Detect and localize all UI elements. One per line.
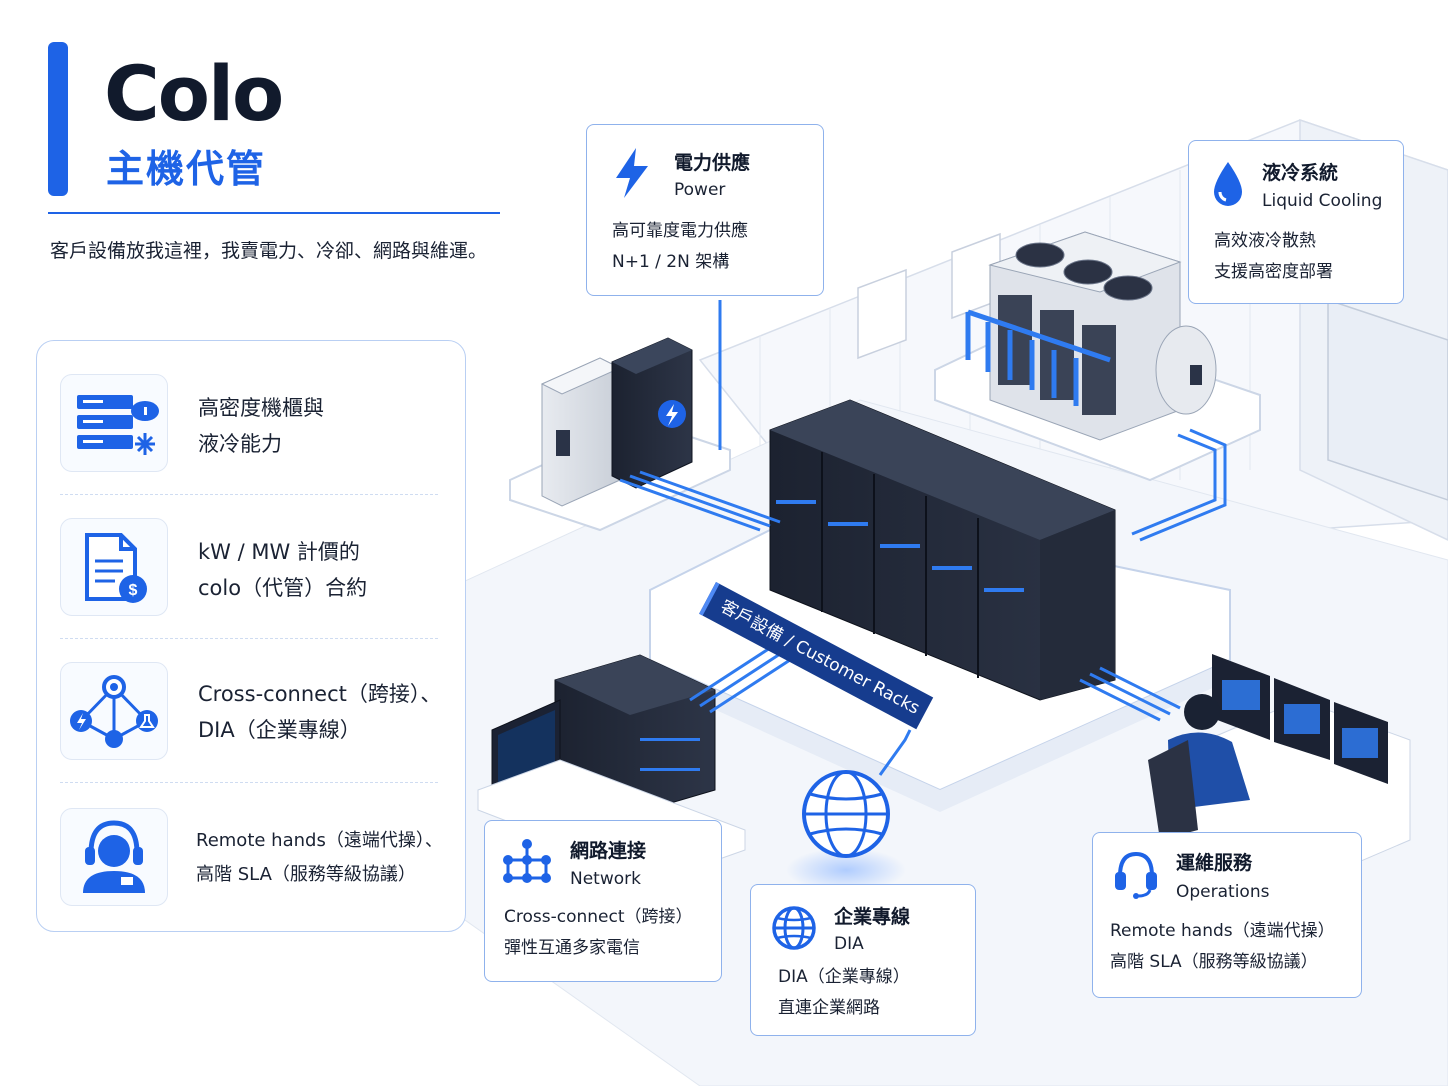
ops-body: Remote hands（遠端代操） 高階 SLA（服務等級協議）: [1110, 916, 1335, 978]
support-agent-icon: [60, 808, 168, 906]
cooling-line-1: 高效液冷散熱: [1214, 231, 1316, 251]
dia-line-1: DIA（企業專線）: [778, 967, 910, 987]
cooling-subtitle: Liquid Cooling: [1262, 191, 1383, 211]
feature-1-line-2: 液冷能力: [198, 432, 282, 456]
connection-lines: [619, 300, 1227, 776]
network-line-1: Cross-connect（跨接）: [504, 907, 693, 927]
feature-2-line-1: kW / MW 計價的: [198, 540, 360, 564]
ops-line-1: Remote hands（遠端代操）: [1110, 921, 1335, 941]
power-subtitle: Power: [674, 180, 726, 200]
window-panels: [1327, 298, 1448, 501]
ops-subtitle: Operations: [1176, 882, 1270, 902]
feature-1-text: 高密度機櫃與 液冷能力: [198, 390, 324, 462]
network-grid-icon: [502, 838, 552, 886]
network-nodes-icon: [60, 662, 168, 760]
power-title: 電力供應: [674, 152, 751, 174]
lightning-icon: [612, 146, 652, 200]
globe-icon: [770, 904, 818, 952]
feature-divider: [60, 638, 438, 639]
dia-subtitle: DIA: [834, 934, 864, 954]
cooling-line-2: 支援高密度部署: [1214, 262, 1333, 282]
headset-icon: [1110, 848, 1162, 900]
dia-title: 企業專線: [834, 906, 911, 928]
contract-dollar-icon: $: [60, 518, 168, 616]
cooling-body: 高效液冷散熱 支援高密度部署: [1214, 226, 1333, 288]
network-subtitle: Network: [570, 869, 641, 889]
coolant-pipes: [965, 309, 1111, 406]
feature-2-text: kW / MW 計價的 colo（代管）合約: [198, 534, 367, 606]
dia-line-2: 直連企業網路: [778, 998, 880, 1018]
chiller-units: [988, 231, 1217, 441]
network-title: 網路連接: [570, 840, 647, 862]
feature-4-text: Remote hands（遠端代操）、 高階 SLA（服務等級協議）: [196, 824, 443, 892]
feature-2-line-2: colo（代管）合約: [198, 576, 368, 600]
power-line-2: N+1 / 2N 架構: [612, 252, 730, 272]
feature-3-line-2: DIA（企業專線）: [198, 718, 361, 742]
svg-text:$: $: [129, 582, 138, 599]
network-line-2: 彈性互通多家電信: [504, 938, 640, 958]
feature-3-text: Cross-connect（跨接）、 DIA（企業專線）: [198, 676, 441, 748]
server-snowflake-icon: [60, 374, 168, 472]
network-body: Cross-connect（跨接） 彈性互通多家電信: [504, 902, 693, 964]
feature-divider: [60, 494, 438, 495]
feature-1-line-1: 高密度機櫃與: [198, 396, 324, 420]
customer-racks: [769, 399, 1116, 701]
globe: [786, 770, 906, 892]
title-accent-bar: [48, 42, 68, 196]
title-divider: [48, 212, 500, 214]
power-body: 高可靠度電力供應 N+1 / 2N 架構: [612, 216, 748, 278]
ops-title: 運維服務: [1176, 852, 1253, 874]
feature-4-line-2: 高階 SLA（服務等級協議）: [196, 864, 416, 885]
tagline: 客戶設備放我這裡，我賣電力、冷卻、網路與維運。: [50, 240, 488, 262]
feature-3-line-1: Cross-connect（跨接）、: [198, 682, 442, 706]
feature-divider: [60, 782, 438, 783]
ops-line-2: 高階 SLA（服務等級協議）: [1110, 952, 1318, 972]
feature-4-line-1: Remote hands（遠端代操）、: [196, 830, 443, 851]
water-drop-icon: [1210, 160, 1246, 208]
dia-body: DIA（企業專線） 直連企業網路: [778, 962, 910, 1024]
ups-cabinets: [540, 337, 693, 507]
cooling-title: 液冷系統: [1262, 162, 1339, 184]
ops-callout: [1092, 832, 1362, 998]
power-line-1: 高可靠度電力供應: [612, 221, 748, 241]
power-callout: [586, 124, 824, 296]
page-subtitle: 主機代管: [106, 147, 267, 191]
page-title: Colo: [104, 49, 284, 138]
cooling-callout: [1188, 140, 1404, 304]
wall-doors: [857, 232, 1001, 360]
